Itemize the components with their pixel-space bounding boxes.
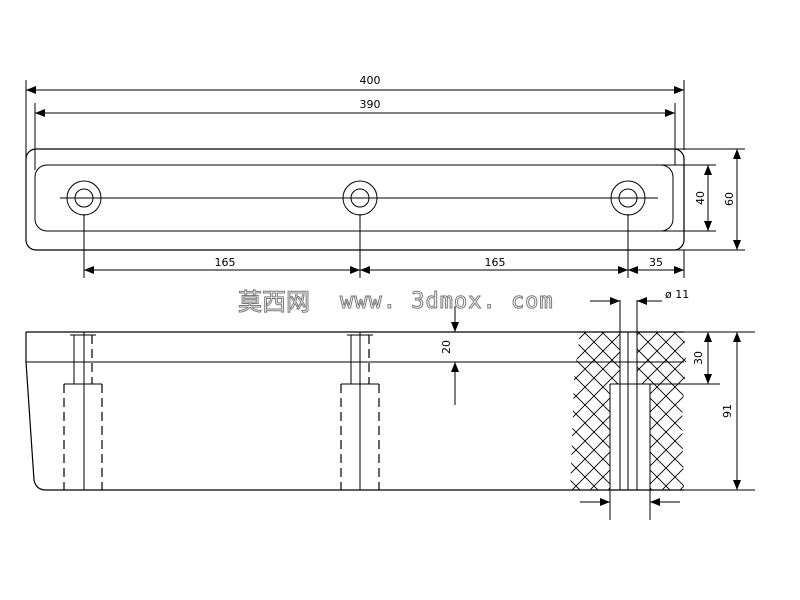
hatched-section-right <box>637 332 686 490</box>
dimension-91: 91 <box>721 332 741 490</box>
top-view <box>25 148 685 251</box>
dimension-91-label: 91 <box>721 404 734 418</box>
side-view <box>25 300 755 520</box>
slot-outline <box>34 164 674 232</box>
plate-outline <box>25 148 685 251</box>
dimension-165-right-label: 165 <box>485 256 506 269</box>
hatched-section-left <box>570 332 620 490</box>
dimension-30: 30 <box>692 332 712 384</box>
dimension-30-label: 30 <box>692 351 705 365</box>
dimension-60-label: 60 <box>723 192 736 206</box>
watermark-url: www. 3dmox. com <box>340 289 554 314</box>
dimension-20: 20 <box>440 306 459 405</box>
dimension-diameter-11: ø 11 <box>590 288 689 305</box>
dimension-400-label: 400 <box>360 74 381 87</box>
dimension-400: 400 <box>25 74 685 185</box>
dimension-40-label: 40 <box>694 191 707 205</box>
dimension-20-label: 20 <box>440 340 453 354</box>
dimension-diameter-11-label: ø 11 <box>665 288 689 301</box>
dimension-35-label: 35 <box>649 256 663 269</box>
dimension-390: 390 <box>34 98 676 170</box>
dimension-40: 40 <box>655 164 716 232</box>
dimension-spacing: 165 165 35 <box>83 214 685 278</box>
watermark-chinese: 莫西网 <box>238 288 310 316</box>
dimension-165-left-label: 165 <box>215 256 236 269</box>
dimension-390-label: 390 <box>360 98 381 111</box>
section-hole-right <box>609 300 720 520</box>
dimension-60: 60 <box>655 148 745 251</box>
hidden-hole-middle <box>340 332 380 490</box>
watermark: 莫西网 www. 3dmox. com <box>238 288 554 317</box>
hidden-hole-left <box>63 332 103 490</box>
body-outline <box>25 331 684 491</box>
